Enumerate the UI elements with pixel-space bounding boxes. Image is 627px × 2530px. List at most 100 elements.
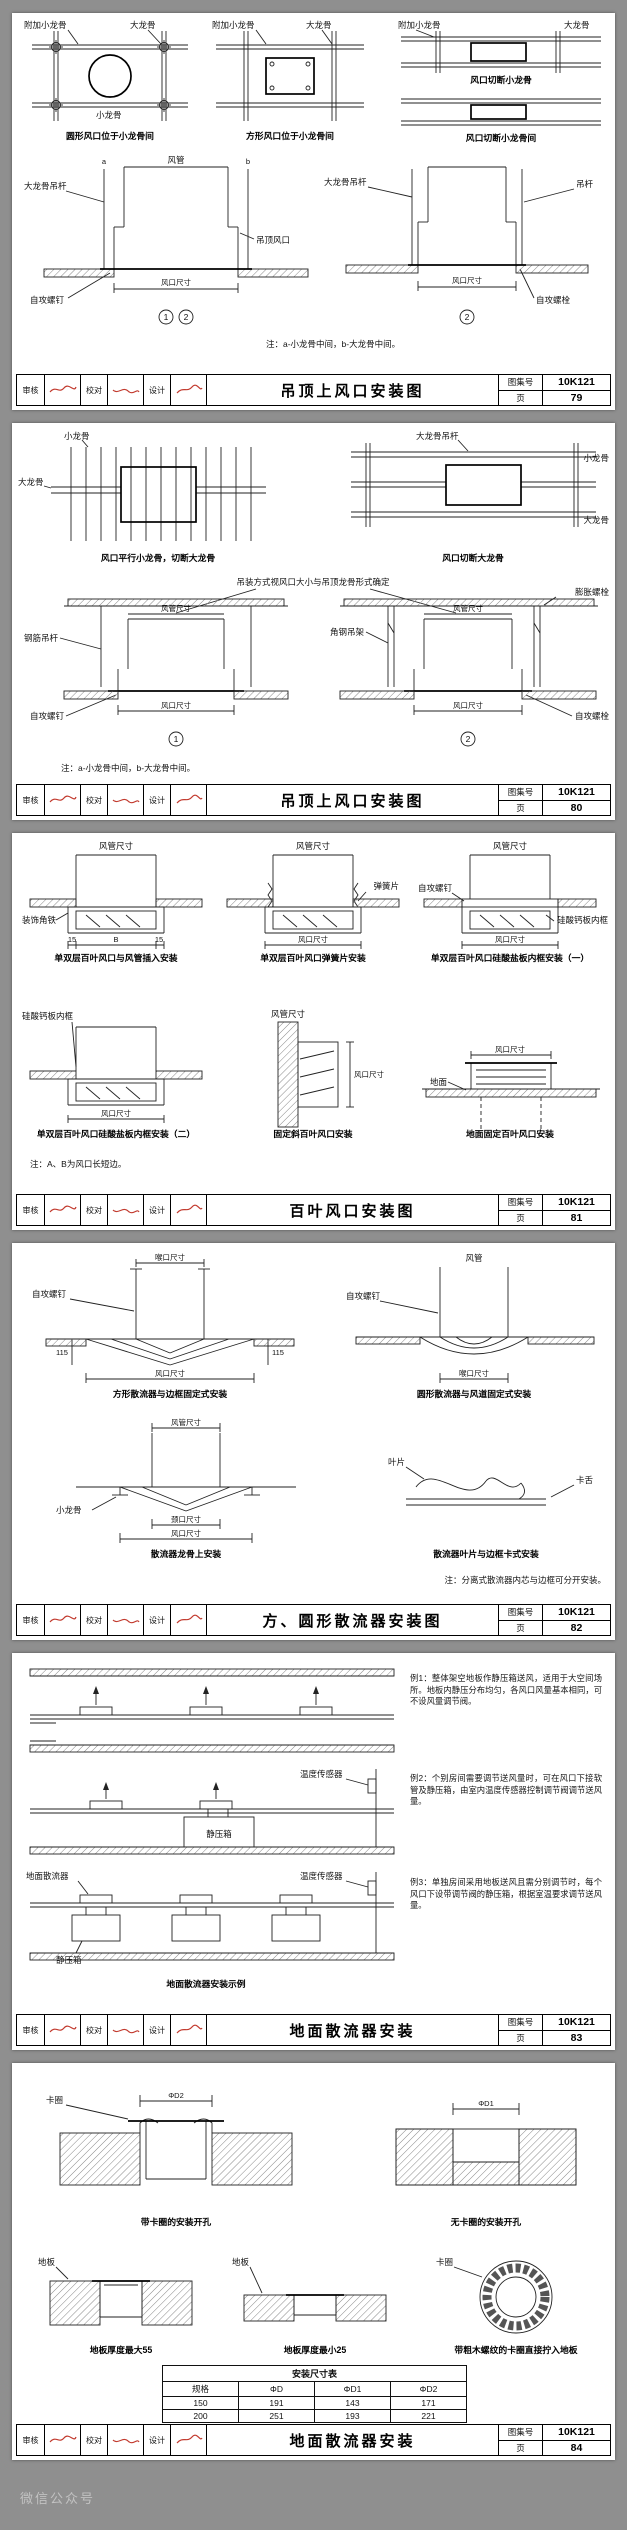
atlas-no-value: 10K121 [558, 1606, 595, 1619]
part-label: 自攻螺栓 [575, 711, 610, 721]
example-note-3: 例3：单独房间采用地板送风且需分别调节时，每个风口下设带调节阀的静压箱，根据室温… [410, 1877, 602, 1911]
signature-mark [49, 2435, 77, 2443]
drawing-caption: 方形散流器与边框固定式安装 [113, 1388, 228, 1399]
no-ring-opening-detail: ΦD1 无卡圈的安装开孔 [395, 2099, 577, 2227]
signature-cell [170, 2015, 206, 2045]
signature-cell [44, 375, 80, 405]
drawing-caption: 带粗木螺纹的卡圈直接拧入地板 [454, 2344, 577, 2355]
signature-mark [112, 388, 140, 394]
table-cell: 193 [314, 2409, 391, 2423]
signature-cell [170, 2425, 206, 2455]
atlas-no-value: 10K121 [558, 2016, 595, 2029]
sheet-page-84: 卡圈 ΦD2 带卡圈的安装开孔 ΦD1 无卡圈的安装开孔 [12, 2063, 615, 2460]
part-label: 自攻螺栓 [536, 295, 571, 305]
drawing-caption: 风口切断小龙骨 [470, 74, 532, 85]
part-label: 自攻螺钉 [418, 883, 453, 893]
dimension-label: 风管尺寸 [453, 603, 483, 613]
dimension-label: b [246, 157, 250, 166]
signature-mark [112, 798, 140, 804]
vent-section-detail-2: 大龙骨吊杆 吊杆 自攻螺栓 风口尺寸 2 [324, 166, 594, 325]
page-no-value: 80 [570, 801, 583, 814]
part-label: 小龙骨 [56, 1505, 82, 1515]
louver-silicate-frame-install-1: 风管尺寸 自攻螺钉 硅酸钙板内框 风口尺寸 单双层百叶风口硅酸盐板内框安装（一） [418, 841, 608, 963]
dimension-label: 风管尺寸 [493, 841, 528, 851]
signature-mark [176, 794, 203, 804]
dimension-label: ΦD2 [168, 2091, 184, 2100]
atlas-no-label: 图集号 [499, 1605, 543, 1620]
table-cell: 143 [314, 2396, 391, 2410]
diffuser-blade-clip-install: 叶片 卡舌 散流器叶片与边框卡式安装 [388, 1457, 594, 1559]
table-header-cell: ΦD1 [314, 2381, 391, 2397]
drawing-caption: 风口切断小龙骨间 [466, 132, 537, 143]
vent-cutting-main-keel-plan: 大龙骨吊杆 小龙骨 大龙骨 风口切断大龙骨 [351, 431, 609, 563]
dimension-label: 风口尺寸 [161, 277, 191, 287]
note-text: 注：A、B为风口长短边。 [30, 1159, 126, 1169]
role-label-check: 校对 [80, 2015, 107, 2045]
role-label-check: 校对 [80, 785, 107, 815]
drawing-caption: 风口切断大龙骨 [442, 552, 504, 563]
table-cell: 191 [238, 2396, 315, 2410]
signature-mark [49, 795, 77, 803]
clamp-ring-opening-detail: 卡圈 ΦD2 带卡圈的安装开孔 [46, 2091, 293, 2227]
dimension-label: 风管尺寸 [271, 1009, 306, 1019]
signature-cell [170, 375, 206, 405]
drawing-sheet-title: 方、圆形散流器安装图 [206, 1605, 498, 1635]
atlas-no-label: 图集号 [499, 1195, 543, 1210]
example-1-section [29, 1668, 395, 1753]
part-label: 小龙骨 [64, 431, 90, 441]
square-vent-between-keels-plan: 附加小龙骨 大龙骨 方形风口位于小龙骨间 [212, 20, 364, 141]
page-no-label: 页 [499, 2440, 543, 2455]
atlas-no-label: 图集号 [499, 2015, 543, 2030]
part-label: 卡圈 [46, 2095, 63, 2105]
dimension-label: 115 [272, 1348, 284, 1357]
drawing-sheet-title: 地面散流器安装 [206, 2425, 498, 2455]
dimension-label: 风口尺寸 [161, 700, 191, 710]
note-text: 注：分离式散流器内芯与边框可分开安装。 [444, 1575, 606, 1585]
vent-cutting-keel-plans: 附加小龙骨 大龙骨 风口切断小龙骨 风口切断小龙骨间 [398, 20, 601, 143]
table-cell: 200 [162, 2409, 239, 2423]
drawing-caption: 单双层百叶风口弹簧片安装 [260, 952, 366, 963]
dimension-label: B [113, 935, 118, 944]
role-label-review: 审核 [22, 2435, 39, 2445]
drawing-caption: 地面固定百叶风口安装 [466, 1128, 554, 1139]
part-label: 附加小龙骨 [212, 20, 255, 30]
signature-cell [107, 2015, 143, 2045]
page-no-label: 页 [499, 1620, 543, 1635]
example-2-section: 温度传感器 静压箱 [29, 1769, 395, 1855]
dimension-label: 风管尺寸 [171, 1417, 201, 1427]
louver-spring-clip-install: 风管尺寸 弹簧片 风口尺寸 单双层百叶风口弹簧片安装 [226, 841, 400, 963]
atlas-no-value: 10K121 [558, 786, 595, 799]
table-header-cell: ΦD [238, 2381, 315, 2397]
detail-balloon: 2 [465, 312, 470, 322]
atlas-no-label: 图集号 [499, 375, 543, 390]
signature-mark [112, 2028, 140, 2034]
dimension-label: 风口尺寸 [495, 934, 525, 944]
ceiling-vent-main-keel-drawing: 小龙骨 大龙骨 风口平行小龙骨，切断大龙骨 大龙骨吊杆 小龙骨 大龙骨 风口切断… [18, 431, 610, 773]
drawing-caption: 圆形散流器与风道固定式安装 [417, 1388, 532, 1399]
note-text: 注：a-小龙骨中间，b-大龙骨中间。 [266, 339, 400, 349]
sheet-page-80: 小龙骨 大龙骨 风口平行小龙骨，切断大龙骨 大龙骨吊杆 小龙骨 大龙骨 风口切断… [12, 423, 615, 820]
threaded-ring-detail: 卡圈 带粗木螺纹的卡圈直接拧入地板 [436, 2257, 578, 2355]
atlas-no-label: 图集号 [499, 2425, 543, 2440]
drawing-sheet-title: 吊顶上风口安装图 [206, 785, 498, 815]
sheet-page-83: 温度传感器 静压箱 地面散流器 温度传感器 静压箱 地面散流器 [12, 1653, 615, 2050]
angle-steel-hanger-section: 风管尺寸 角钢吊架 膨胀螺栓 自攻螺栓 风口尺寸 2 [330, 587, 610, 747]
table-cell: 221 [390, 2409, 467, 2423]
drawing-caption: 带卡圈的安装开孔 [141, 2216, 212, 2227]
example-note-2: 例2：个别房间需要调节送风量时，可在风口下接软管及静压箱，由室内温度传感器控制调… [410, 1773, 602, 1807]
page-no-value: 79 [570, 391, 583, 404]
detail-balloon: 2 [466, 734, 471, 744]
part-label: 小龙骨 [96, 110, 122, 120]
table-cell: 150 [162, 2396, 239, 2410]
part-label: 风管 [465, 1253, 482, 1263]
dimension-label: 风口尺寸 [298, 934, 328, 944]
atlas-no-value: 10K121 [558, 2426, 595, 2439]
page-no-value: 83 [570, 2031, 583, 2044]
part-label: 大龙骨吊杆 [416, 431, 459, 441]
part-label: 大龙骨 [130, 20, 156, 30]
